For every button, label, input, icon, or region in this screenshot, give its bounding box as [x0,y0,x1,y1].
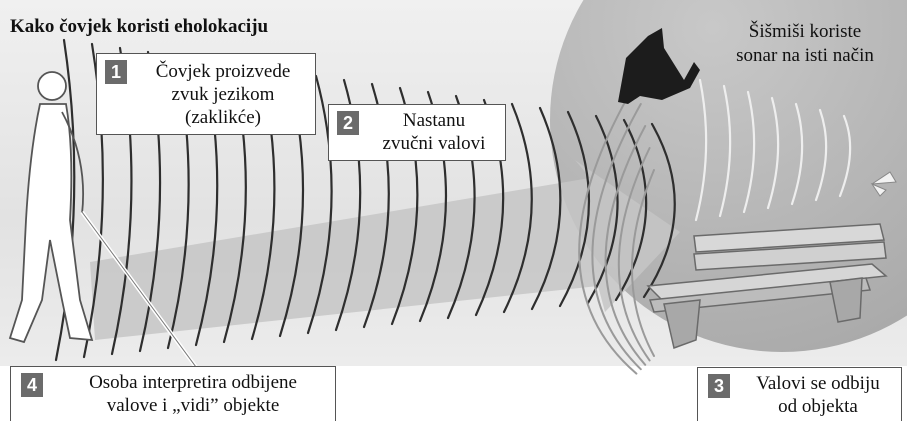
bat-caption: Šišmiši koriste sonar na isti način [700,20,907,68]
step-4-text: Osoba interpretira odbijene valove i „vi… [53,371,333,417]
step-2-box: 2 Nastanu zvučni valovi [328,104,506,161]
step-1-badge: 1 [105,60,127,84]
step-3-badge: 3 [708,374,730,398]
step-4-badge: 4 [21,373,43,397]
step-2-text: Nastanu zvučni valovi [367,109,501,155]
step-1-line-2: zvuk jezikom [135,83,311,106]
step-2-badge: 2 [337,111,359,135]
step-2-line-2: zvučni valovi [367,132,501,155]
step-3-line-1: Valovi se odbiju [738,372,898,395]
step-4-line-2: valove i „vidi” objekte [53,394,333,417]
step-3-box: 3 Valovi se odbiju od objekta [697,367,902,421]
bat-caption-line-1: Šišmiši koriste [700,20,907,44]
step-1-box: 1 Čovjek proizvede zvuk jezikom (zaklikć… [96,53,316,135]
step-4-line-1: Osoba interpretira odbijene [53,371,333,394]
step-1-text: Čovjek proizvede zvuk jezikom (zaklikće) [135,60,311,129]
step-3-line-2: od objekta [738,395,898,418]
step-1-line-1: Čovjek proizvede [135,60,311,83]
bat-caption-line-2: sonar na isti način [700,44,907,68]
step-4-box: 4 Osoba interpretira odbijene valove i „… [10,366,336,421]
page-title: Kako čovjek koristi eholokaciju [10,16,268,38]
step-1-line-3: (zaklikće) [135,106,311,129]
step-2-line-1: Nastanu [367,109,501,132]
step-3-text: Valovi se odbiju od objekta [738,372,898,418]
